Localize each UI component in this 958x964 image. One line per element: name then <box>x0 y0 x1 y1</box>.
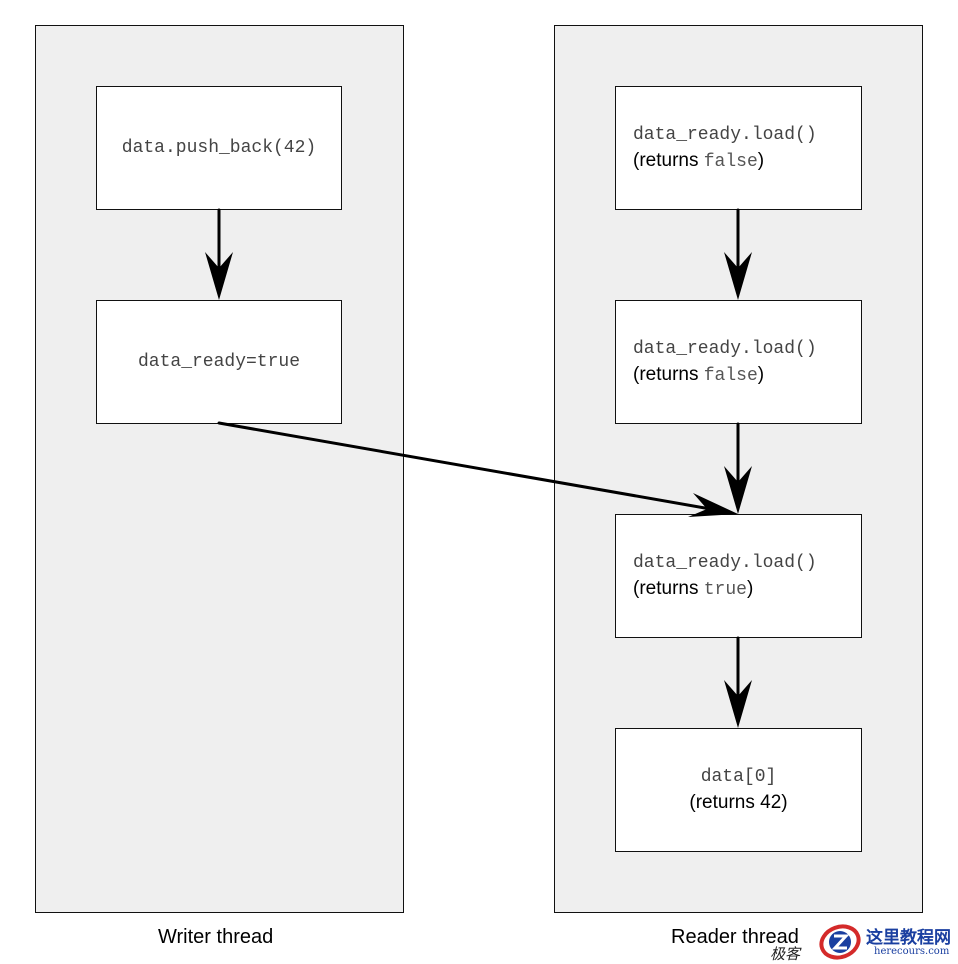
writer-step-set-ready-code: data_ready=true <box>137 352 301 372</box>
result-prefix: (returns <box>633 363 704 385</box>
result-value: true <box>703 579 747 600</box>
reader-step-load-2: data_ready.load() (returns false) <box>615 300 862 424</box>
site-watermark: 极客 这里教程网 herecours.com <box>770 920 958 963</box>
reader-step-read-data-code: data[0] <box>700 767 777 787</box>
result-value: false <box>703 365 758 386</box>
watermark-logo-icon <box>819 924 861 960</box>
arrowhead-load1-to-load2 <box>724 252 752 300</box>
reader-step-load-2-result: (returns false) <box>633 362 764 389</box>
arrowhead-push-to-ready <box>205 252 233 300</box>
reader-step-load-3-result: (returns true) <box>633 576 753 603</box>
reader-thread-label: Reader thread <box>671 926 799 948</box>
arrowhead-load3-to-read <box>724 680 752 728</box>
result-suffix: ) <box>757 363 765 385</box>
reader-step-load-2-code: data_ready.load() <box>633 338 817 359</box>
reader-step-read-data: data[0] (returns 42) <box>615 728 862 852</box>
writer-step-push-back-code: data.push_back(42) <box>121 138 317 158</box>
result-prefix: (returns <box>633 577 704 599</box>
writer-step-set-ready: data_ready=true <box>96 300 342 424</box>
arrow-synchronizes-with <box>217 421 724 513</box>
reader-step-load-1-result: (returns false) <box>633 148 764 175</box>
reader-step-read-data-result: (returns 42) <box>689 792 788 813</box>
writer-thread-label: Writer thread <box>158 926 274 948</box>
result-prefix: (returns <box>633 149 704 171</box>
result-suffix: ) <box>746 577 754 599</box>
arrowhead-load2-to-load3 <box>724 466 752 514</box>
result-suffix: ) <box>757 149 765 171</box>
reader-step-load-3-code: data_ready.load() <box>633 552 817 573</box>
reader-step-load-3: data_ready.load() (returns true) <box>615 514 862 638</box>
watermark-site-name: 这里教程网 <box>866 928 951 948</box>
arrowhead-synchronizes-with <box>688 493 738 517</box>
watermark-brand: 极客 <box>770 945 801 963</box>
result-value: false <box>703 151 758 172</box>
watermark-site-url: herecours.com <box>874 946 950 957</box>
reader-step-load-1-code: data_ready.load() <box>633 124 817 145</box>
